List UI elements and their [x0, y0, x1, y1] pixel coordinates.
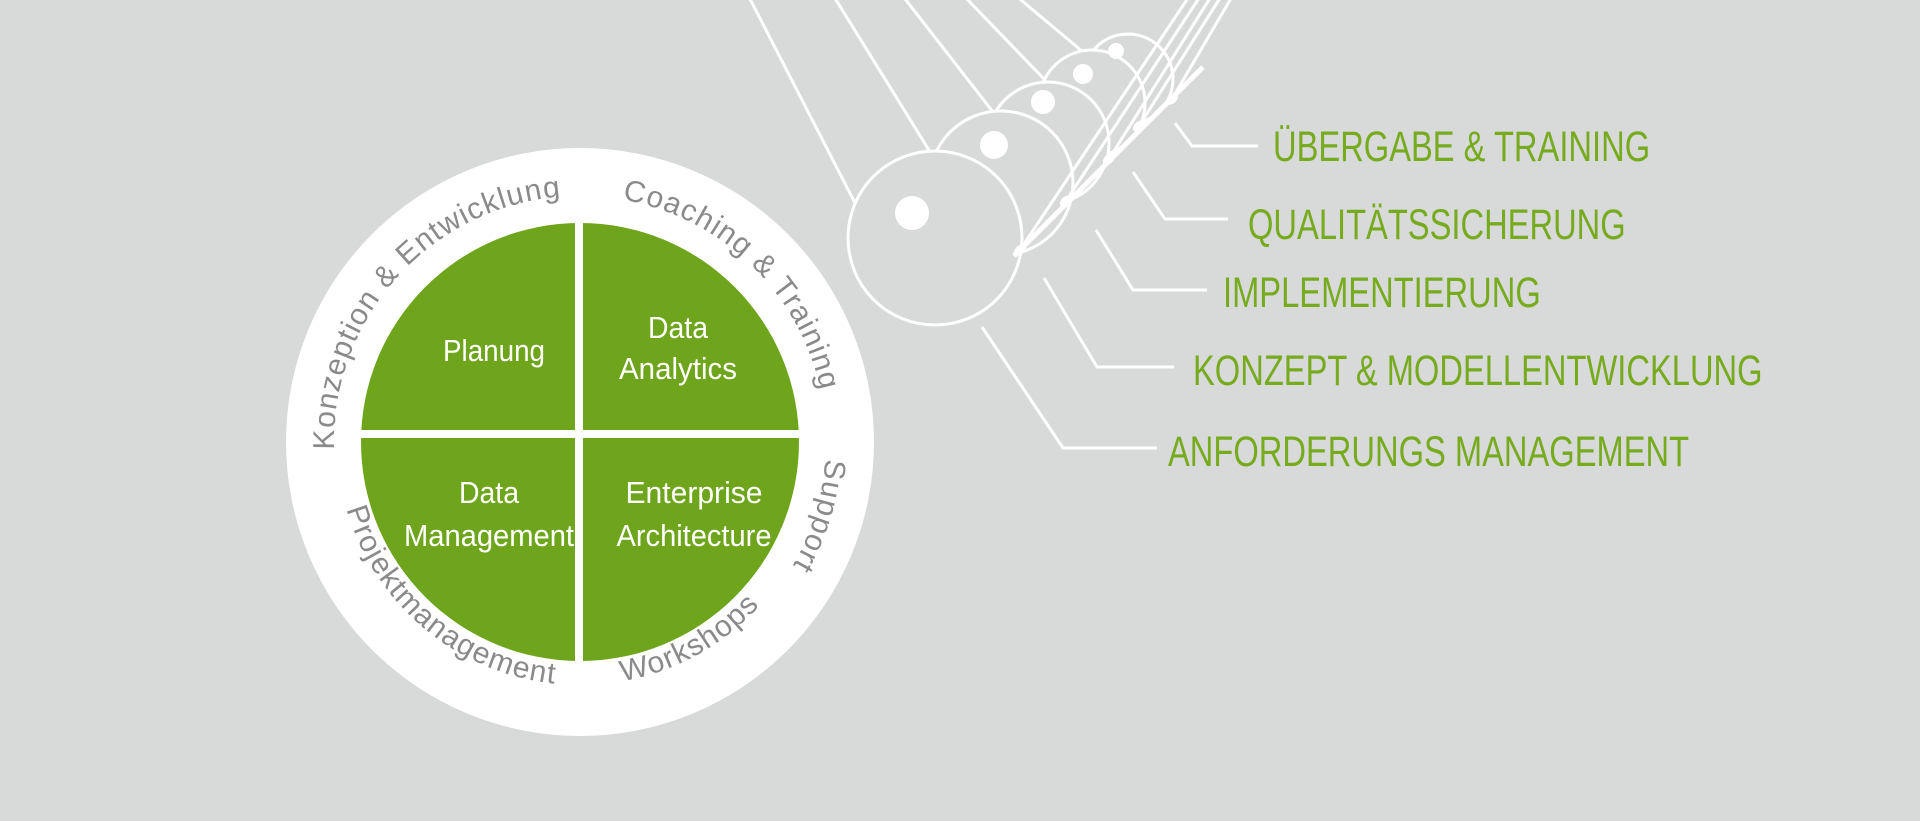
ball-highlight-2 [980, 131, 1008, 159]
string-anchor-4 [1132, 120, 1146, 132]
leader-line-implementierung [1094, 229, 1207, 292]
leader-line-konzept [1042, 277, 1174, 369]
pendulum-string-left-5 [1018, 0, 1090, 59]
leader-line-anforderungs [980, 326, 1157, 450]
string-anchor-2 [1059, 195, 1073, 207]
string-anchor-3 [1102, 153, 1116, 165]
pendulum-string-right-3 [1107, 0, 1211, 160]
string-anchor-1 [1013, 244, 1027, 256]
quadrant-label-planung: Planung [443, 333, 545, 368]
pendulum-string-right-4 [1137, 0, 1221, 127]
process-label-implementierung: IMPLEMENTIERUNG [1223, 269, 1541, 317]
services-wheel: Planung Data Analytics Data Management E… [286, 148, 874, 736]
quadrant-label-data-analytics-line2: Analytics [619, 351, 737, 386]
ball-highlight-5 [1108, 43, 1124, 59]
ball-highlight-1 [895, 196, 929, 230]
newtons-cradle-illustration [748, 0, 1258, 450]
pendulum-string-left-3 [903, 0, 995, 113]
ball-highlight-4 [1073, 64, 1093, 84]
process-label-anforderungs-management: ANFORDERUNGS MANAGEMENT [1168, 428, 1690, 476]
quadrant-label-data-management-line2: Management [404, 518, 574, 553]
quadrant-label-data-analytics-line1: Data [648, 310, 709, 345]
pendulum-string-right-2 [1064, 0, 1200, 202]
leader-line-uebergabe [1173, 122, 1258, 148]
process-label-qualitaetssicherung: QUALITÄTSSICHERUNG [1248, 201, 1626, 249]
process-label-konzept-modellentwicklung: KONZEPT & MODELLENTWICKLUNG [1193, 347, 1763, 395]
quadrant-label-enterprise-architecture-line2: Architecture [617, 518, 772, 553]
pendulum-string-left-1 [748, 0, 858, 206]
process-label-uebergabe-training: ÜBERGABE & TRAINING [1273, 123, 1651, 171]
quadrant-label-data-management-line1: Data [459, 475, 520, 510]
pendulum-string-right-5 [1170, 0, 1232, 100]
pendulum-string-right-1 [1018, 0, 1189, 251]
pendulum-ball-1 [846, 149, 1024, 327]
ball-highlight-3 [1031, 90, 1055, 114]
quadrant-label-enterprise-architecture-line1: Enterprise [626, 475, 763, 510]
pendulum-string-left-4 [965, 0, 1047, 82]
pendulum-string-left-2 [834, 0, 934, 156]
leader-line-qualitaet [1131, 171, 1228, 221]
string-anchor-5 [1165, 93, 1179, 105]
